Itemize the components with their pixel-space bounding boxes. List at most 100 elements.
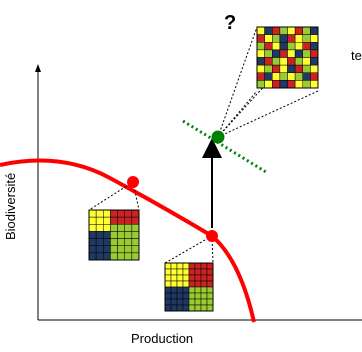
mosaic-cell: [310, 49, 319, 58]
mosaic-cell: [124, 245, 133, 254]
mosaic-cell: [206, 268, 214, 276]
mosaic-cell: [272, 57, 281, 66]
mosaic-cell: [206, 274, 214, 282]
mosaic-cell: [310, 64, 319, 73]
mosaic-cell: [164, 286, 172, 294]
connector-line: [217, 26, 258, 138]
mosaic-cell: [176, 292, 184, 300]
mosaic-cell: [188, 262, 196, 270]
mosaic-cell: [302, 57, 311, 66]
mosaic-cell: [117, 224, 125, 232]
mosaic-cell: [272, 49, 281, 58]
mosaic-cell: [287, 42, 296, 51]
mosaic-cell: [182, 292, 190, 300]
mosaic-cell: [302, 26, 311, 35]
y-axis-label: Biodiversité: [3, 172, 18, 240]
mosaic-cell: [131, 216, 140, 225]
mosaic-cell: [264, 80, 273, 89]
mosaic-cell: [194, 286, 202, 294]
mosaic-cell: [176, 280, 184, 288]
mosaic-cell: [310, 80, 319, 89]
landscape-mosaic-top: [256, 26, 319, 89]
mosaic-cell: [256, 34, 265, 43]
mosaic-cell: [188, 292, 196, 300]
mosaic-cell: [182, 304, 190, 312]
mosaic-cell: [103, 238, 111, 246]
mosaic-cell: [206, 292, 214, 300]
mosaic-cell: [170, 292, 178, 300]
mosaic-cell: [124, 209, 133, 218]
connector-line: [164, 235, 213, 264]
mosaic-cell: [294, 49, 303, 58]
mosaic-cell: [200, 304, 208, 312]
mosaic-cell: [200, 280, 208, 288]
mosaic-cell: [117, 238, 125, 246]
mosaic-cell: [272, 72, 281, 81]
mosaic-cell: [164, 268, 172, 276]
mosaic-cell: [279, 64, 288, 73]
mosaic-cell: [110, 224, 118, 232]
mosaic-cell: [264, 49, 273, 58]
mosaic-cell: [95, 216, 104, 225]
mosaic-cell: [95, 231, 104, 239]
y-axis-arrowhead: [35, 64, 41, 72]
mosaic-cell: [164, 292, 172, 300]
mosaic-cell: [194, 298, 202, 306]
mosaic-cell: [170, 262, 178, 270]
mosaic-cell: [124, 252, 133, 261]
mosaic-cell: [117, 252, 125, 261]
mosaic-cell: [170, 304, 178, 312]
mosaic-cell: [182, 280, 190, 288]
mosaic-cell: [117, 245, 125, 254]
mosaic-cell: [272, 42, 281, 51]
mosaic-cell: [188, 274, 196, 282]
mosaic-cell: [256, 49, 265, 58]
mosaic-cell: [200, 274, 208, 282]
mosaic-cell: [302, 34, 311, 43]
mosaic-cell: [164, 304, 172, 312]
question-mark: ?: [224, 12, 237, 34]
mosaic-cell: [256, 64, 265, 73]
mosaic-cell: [170, 298, 178, 306]
x-axis-label: Production: [131, 331, 194, 346]
mosaic-cell: [206, 280, 214, 288]
mosaic-cell: [279, 57, 288, 66]
mosaic-cell: [310, 72, 319, 81]
mosaic-cell: [264, 34, 273, 43]
mosaic-cell: [95, 245, 104, 254]
mosaic-cell: [110, 238, 118, 246]
mosaic-cell: [194, 268, 202, 276]
mosaic-cell: [131, 231, 140, 239]
mosaic-cell: [188, 286, 196, 294]
mosaic-cell: [194, 280, 202, 288]
mosaic-cell: [88, 252, 97, 261]
mosaic-frame: [88, 209, 140, 261]
mosaic-cell: [200, 286, 208, 294]
mosaic-cell: [164, 298, 172, 306]
mosaic-cell: [287, 57, 296, 66]
mosaic-cell: [95, 224, 104, 232]
mosaic-cell: [294, 72, 303, 81]
mosaic-cell: [170, 286, 178, 294]
mosaic-cell: [287, 34, 296, 43]
mosaic-cell: [131, 224, 140, 232]
mosaic-cell: [194, 274, 202, 282]
mosaic-cell: [287, 64, 296, 73]
mosaic-cell: [256, 57, 265, 66]
mosaic-cell: [279, 42, 288, 51]
landscape-mosaic-right: [164, 262, 214, 312]
mosaic-cell: [272, 64, 281, 73]
mosaic-cell: [182, 274, 190, 282]
mosaic-cell: [256, 42, 265, 51]
mosaic-cell: [103, 224, 111, 232]
frontier-point-left: [127, 176, 139, 188]
mosaic-cell: [188, 298, 196, 306]
mosaic-cell: [176, 262, 184, 270]
mosaic-cell: [264, 64, 273, 73]
connector-line: [217, 90, 319, 138]
mosaic-cell: [110, 216, 118, 225]
mosaic-cell: [302, 80, 311, 89]
mosaic-cell: [188, 268, 196, 276]
mosaic-cell: [176, 274, 184, 282]
